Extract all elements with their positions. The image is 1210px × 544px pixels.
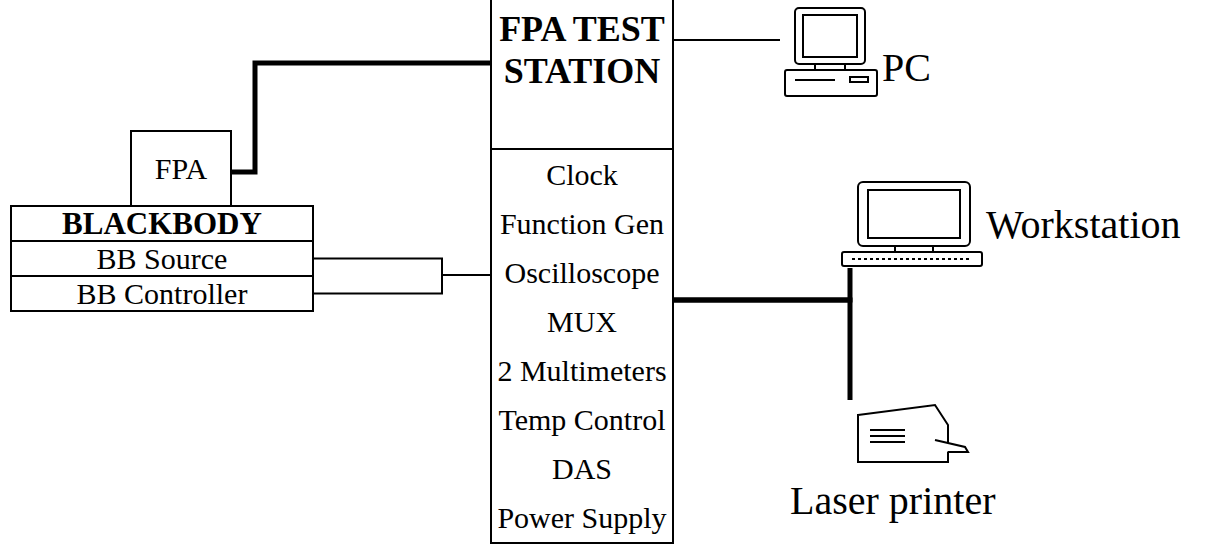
station-title: FPA TEST STATION bbox=[492, 0, 672, 150]
connector bbox=[314, 259, 490, 276]
workstation-icon bbox=[842, 182, 982, 266]
connector bbox=[674, 300, 850, 400]
blackbody-box: BLACKBODY bbox=[10, 205, 314, 242]
pc-node: PC bbox=[780, 3, 945, 100]
workstation-node: Workstation bbox=[840, 178, 1205, 268]
connector bbox=[674, 268, 850, 300]
printer-icon bbox=[858, 405, 968, 462]
instrument-item: Clock bbox=[492, 150, 672, 199]
box-label: BLACKBODY bbox=[12, 207, 312, 240]
bb-controller-box: BB Controller bbox=[10, 275, 314, 312]
instrument-item: Power Supply bbox=[492, 493, 672, 542]
instrument-item: 2 Multimeters bbox=[492, 346, 672, 395]
box-label: BB Controller bbox=[12, 277, 312, 310]
pc-icon bbox=[785, 8, 877, 96]
instrument-item: DAS bbox=[492, 444, 672, 493]
fpa-box: FPA bbox=[130, 130, 232, 207]
test-station-box: FPA TEST STATIONClockFunction GenOscillo… bbox=[490, 0, 674, 544]
device-label: PC bbox=[882, 45, 931, 91]
device-label: Laser printer bbox=[790, 478, 995, 524]
instrument-item: Temp Control bbox=[492, 395, 672, 444]
connector bbox=[232, 63, 490, 172]
instrument-item: Function Gen bbox=[492, 199, 672, 248]
bb-source-box: BB Source bbox=[10, 240, 314, 277]
instrument-item: Oscilloscope bbox=[492, 248, 672, 297]
connector bbox=[674, 40, 780, 41]
box-label: BB Source bbox=[12, 242, 312, 275]
box-label: FPA bbox=[132, 132, 230, 205]
device-label: Workstation bbox=[986, 202, 1181, 248]
printer-node: Laser printer bbox=[785, 400, 1035, 538]
instrument-item: MUX bbox=[492, 297, 672, 346]
connector bbox=[314, 275, 490, 294]
